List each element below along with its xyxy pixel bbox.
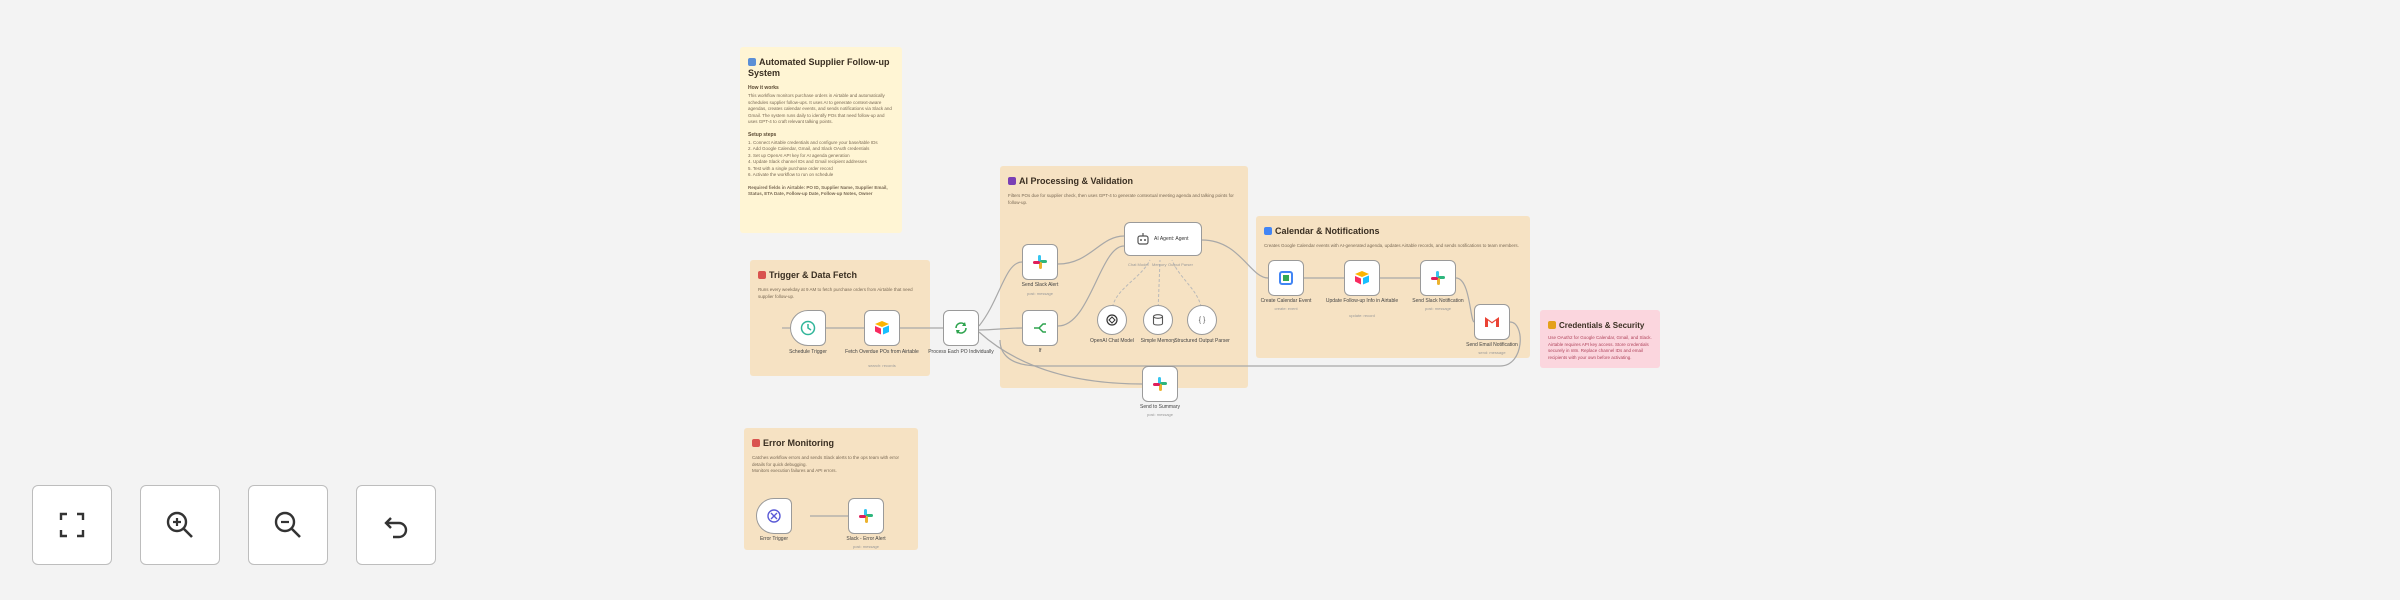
gmail-icon: [1485, 317, 1499, 327]
node-sublabel: send: message: [1478, 350, 1506, 355]
parser-port-label: Output Parser: [1168, 262, 1193, 267]
branch-icon: [1034, 323, 1046, 333]
zoom-in-button[interactable]: [140, 485, 220, 565]
schedule-trigger-node[interactable]: [790, 310, 826, 346]
loop-node[interactable]: [943, 310, 979, 346]
calendar-icon: [1264, 227, 1272, 235]
zoom-in-icon: [166, 511, 193, 538]
error-trigger-icon: [767, 509, 781, 523]
node-label: Create Calendar Event: [1260, 298, 1312, 304]
slack-icon: [859, 509, 873, 523]
openai-icon: [1106, 314, 1118, 326]
note-body: Required fields in Airtable: PO ID, Supp…: [748, 184, 888, 197]
node-label: If: [1038, 348, 1042, 354]
reset-zoom-button[interactable]: [356, 485, 436, 565]
database-icon: [1152, 314, 1164, 326]
node-label: Send Slack Alert: [1021, 282, 1059, 288]
fullscreen-icon: [59, 512, 85, 538]
note-title: Credentials & Security: [1559, 321, 1645, 330]
loop-icon: [955, 322, 967, 334]
memory-node[interactable]: [1143, 305, 1173, 335]
zoom-out-button[interactable]: [248, 485, 328, 565]
openai-chat-model-node[interactable]: [1097, 305, 1127, 335]
node-label: Structured Output Parser: [1174, 338, 1230, 344]
sticky-note-trigger[interactable]: Trigger & Data Fetch Runs every weekday …: [750, 260, 930, 376]
alert-icon: [752, 439, 760, 447]
node-label: Send to Summary: [1139, 404, 1181, 410]
slack-error-alert-node[interactable]: [848, 498, 884, 534]
note-subheading: How it works: [748, 85, 779, 91]
lock-icon: [1548, 321, 1556, 329]
airtable-icon: [1355, 271, 1369, 285]
note-body: This workflow monitors purchase orders i…: [748, 93, 892, 124]
note-body: Use OAuth2 for Google Calendar, Gmail, a…: [1548, 335, 1652, 360]
slack-notification-node[interactable]: [1420, 260, 1456, 296]
node-label: Slack - Error Alert: [846, 536, 886, 542]
slack-alert-node[interactable]: [1022, 244, 1058, 280]
note-title: Trigger & Data Fetch: [769, 270, 858, 280]
airtable-icon: [875, 321, 889, 335]
ai-agent-node[interactable]: AI Agent: Agent: [1124, 222, 1202, 256]
if-node[interactable]: [1022, 310, 1058, 346]
node-label: Schedule Trigger: [789, 349, 827, 355]
sticky-note-overview[interactable]: Automated Supplier Follow-up System How …: [740, 47, 902, 233]
slack-icon: [1033, 255, 1047, 269]
note-title: AI Processing & Validation: [1019, 176, 1134, 186]
note-subheading: Setup steps: [748, 131, 777, 138]
update-airtable-node[interactable]: [1344, 260, 1380, 296]
sticky-note-error[interactable]: Error Monitoring Catches workflow errors…: [744, 428, 918, 550]
send-summary-node[interactable]: [1142, 366, 1178, 402]
node-title: AI Agent: Agent: [1154, 236, 1189, 242]
node-sublabel: search: records: [868, 363, 896, 368]
chat-model-port-label: Chat Model: [1128, 262, 1149, 267]
node-sublabel: post: message: [1146, 412, 1173, 417]
node-sublabel: post: message: [852, 544, 879, 549]
note-title: Calendar & Notifications: [1275, 226, 1380, 236]
node-label: Send Email Notification: [1466, 342, 1518, 348]
fetch-airtable-node[interactable]: [864, 310, 900, 346]
google-calendar-node[interactable]: [1268, 260, 1304, 296]
pin-icon: [758, 271, 766, 279]
node-sublabel: create: event: [1274, 306, 1298, 311]
node-sublabel: post: message: [1424, 306, 1451, 311]
node-label: OpenAI Chat Model: [1090, 338, 1134, 344]
node-sublabel: post: message: [1026, 291, 1053, 296]
output-parser-node[interactable]: { }: [1187, 305, 1217, 335]
node-label: Send Slack Notification: [1412, 298, 1464, 304]
undo-icon: [384, 517, 408, 539]
note-body: Runs every weekday at 9 AM to fetch purc…: [758, 287, 913, 299]
gmail-node[interactable]: [1474, 304, 1510, 340]
node-label: Process Each PO Individually: [928, 349, 994, 355]
node-label: Simple Memory: [1140, 338, 1176, 344]
note-body: 1. Connect Airtable credentials and conf…: [748, 139, 878, 178]
zoom-out-icon: [274, 511, 301, 538]
braces-icon: { }: [1198, 316, 1206, 324]
node-sublabel: update: record: [1349, 313, 1375, 318]
note-body: Catches workflow errors and sends Slack …: [752, 455, 900, 473]
clipboard-icon: [748, 58, 756, 66]
node-label: Fetch Overdue POs from Airtable: [845, 349, 919, 355]
note-title: Error Monitoring: [763, 438, 834, 448]
note-title: Automated Supplier Follow-up System: [748, 57, 890, 78]
node-label: Error Trigger: [759, 536, 789, 542]
fit-view-button[interactable]: [32, 485, 112, 565]
memory-port-label: Memory: [1152, 262, 1167, 267]
google-calendar-icon: [1279, 271, 1293, 285]
node-label: Update Follow-up Info in Airtable: [1325, 298, 1399, 304]
note-body: Creates Google Calendar events with AI-g…: [1264, 243, 1519, 248]
slack-icon: [1153, 377, 1167, 391]
clock-icon: [800, 320, 816, 336]
robot-icon: [1008, 177, 1016, 185]
sticky-note-credentials[interactable]: Credentials & Security Use OAuth2 for Go…: [1540, 310, 1660, 368]
note-body: Filters POs due for supplier check, then…: [1008, 193, 1234, 205]
slack-icon: [1431, 271, 1445, 285]
error-trigger-node[interactable]: [756, 498, 792, 534]
robot-icon: [1137, 233, 1149, 245]
